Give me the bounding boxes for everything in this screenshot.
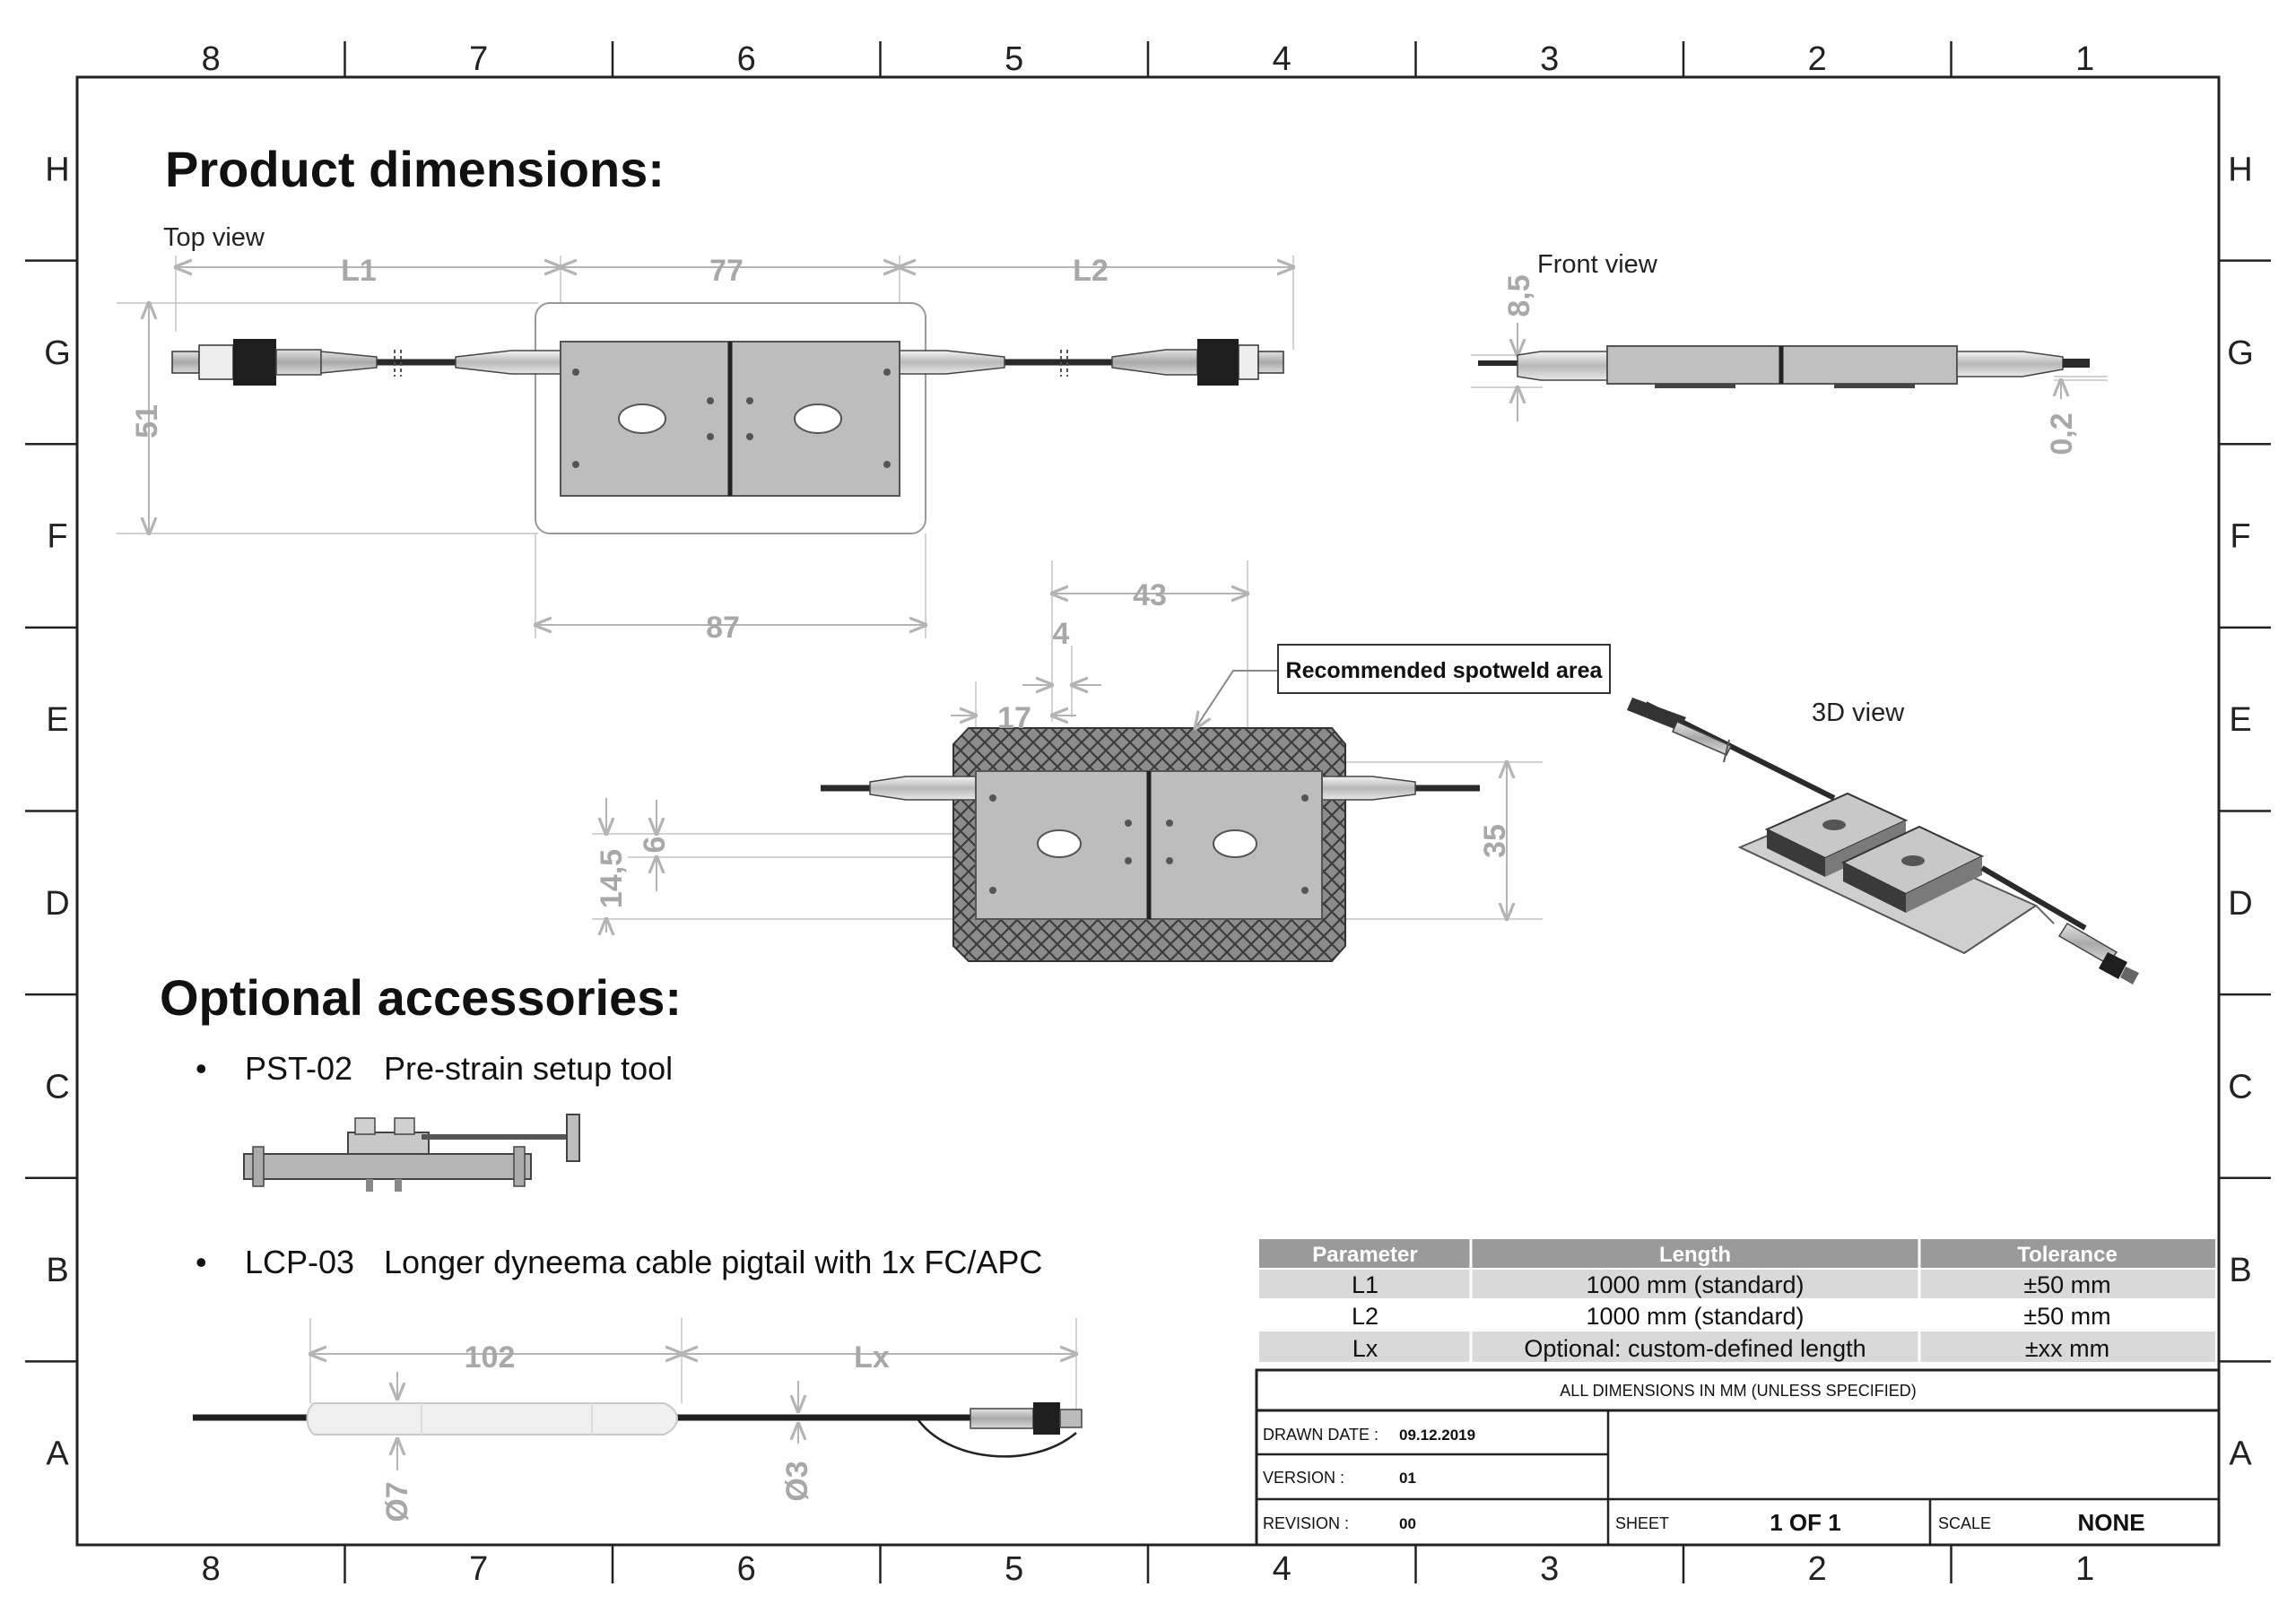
grid-row-label-right: D: [2228, 885, 2252, 923]
grid-row-label-left: E: [46, 701, 68, 739]
table-cell-l2-parameter: L2: [1352, 1303, 1378, 1330]
table-cell-lx-tolerance: ±xx mm: [2025, 1335, 2109, 1362]
optional-accessories-heading: Optional accessories:: [160, 969, 682, 1026]
dimension-8-5: 8,5: [1502, 274, 1536, 317]
grid-column-label-bottom: 1: [2075, 1550, 2094, 1588]
grid-row-label-left: B: [46, 1252, 68, 1289]
drawn-date-label: DRAWN DATE :: [1263, 1426, 1378, 1444]
grid-row-label-right: H: [2228, 151, 2252, 188]
accessory-1-bullet: •: [196, 1050, 207, 1087]
grid-row-label-left: A: [46, 1436, 69, 1473]
grid-column-label-bottom: 4: [1273, 1550, 1292, 1588]
grid-row-label-left: G: [44, 334, 71, 372]
dimension-0-2: 0,2: [2045, 412, 2079, 455]
dimension-6: 6: [638, 837, 672, 854]
grid-column-label-top: 7: [469, 40, 488, 78]
dimension-17: 17: [997, 701, 1031, 735]
product-dimensions-heading: Product dimensions:: [165, 141, 665, 197]
scale-label: SCALE: [1938, 1514, 1991, 1532]
grid-row-label-right: C: [2228, 1068, 2252, 1106]
table-cell-l1-tolerance: ±50 mm: [2023, 1271, 2110, 1298]
grid-ticks: [25, 41, 2271, 1583]
accessory-1-desc: Pre-strain setup tool: [384, 1050, 673, 1087]
grid-column-label-top: 4: [1273, 40, 1292, 78]
table-cell-lx-parameter: Lx: [1352, 1335, 1378, 1362]
grid-column-label-top: 1: [2075, 40, 2094, 78]
dimension-4: 4: [1053, 617, 1070, 651]
title-block: [1255, 1368, 2221, 1547]
grid-row-label-left: C: [45, 1068, 69, 1106]
spec-table: [1259, 1239, 2215, 1362]
dimension-lx: Lx: [854, 1340, 890, 1375]
grid-column-label-top: 2: [1808, 40, 1827, 78]
grid-row-label-right: A: [2229, 1436, 2252, 1473]
scale-value: NONE: [2077, 1509, 2144, 1536]
grid-column-label-bottom: 6: [737, 1550, 756, 1588]
top-view-drawing: [117, 256, 1293, 638]
grid-column-label-bottom: 3: [1540, 1550, 1559, 1588]
accessory-1-code: PST-02: [245, 1050, 352, 1087]
grid-row-label-right: B: [2229, 1252, 2251, 1289]
top-view-label: Top view: [163, 223, 265, 252]
pre-strain-tool-drawing: [243, 1114, 580, 1192]
grid-row-label-right: E: [2229, 701, 2251, 739]
grid-row-label-left: H: [45, 151, 69, 188]
grid-column-label-top: 6: [737, 40, 756, 78]
table-header-tolerance: Tolerance: [2017, 1243, 2118, 1267]
grid-column-label-top: 3: [1540, 40, 1559, 78]
version-label: VERSION :: [1263, 1469, 1344, 1487]
grid-row-label-left: D: [45, 885, 69, 923]
sheet-value: 1 OF 1: [1770, 1509, 1840, 1536]
3d-view-label: 3D view: [1812, 698, 1905, 727]
table-cell-l1-length: 1000 mm (standard): [1586, 1271, 1804, 1298]
drawn-date-value: 09.12.2019: [1399, 1427, 1475, 1444]
dimension-77: 77: [709, 254, 744, 288]
dimension-87: 87: [706, 611, 740, 645]
revision-value: 00: [1399, 1515, 1416, 1532]
grid-row-label-right: G: [2227, 334, 2254, 372]
title-block-note: ALL DIMENSIONS IN MM (UNLESS SPECIFIED): [1560, 1382, 1916, 1400]
dimension-diameter-3: Ø3: [780, 1461, 814, 1501]
sheet-label: SHEET: [1615, 1514, 1669, 1532]
grid-row-label-left: F: [47, 518, 67, 556]
revision-label: REVISION :: [1263, 1514, 1349, 1532]
spotweld-callout: Recommended spotweld area: [1286, 658, 1604, 683]
grid-column-label-bottom: 7: [469, 1550, 488, 1588]
accessory-2-bullet: •: [196, 1244, 207, 1280]
dimension-l2: L2: [1073, 254, 1109, 288]
dimension-l1: L1: [341, 254, 377, 288]
table-cell-lx-length: Optional: custom-defined length: [1524, 1335, 1866, 1362]
grid-column-label-bottom: 2: [1808, 1550, 1827, 1588]
grid-column-label-top: 5: [1004, 40, 1023, 78]
dimension-51: 51: [130, 404, 164, 438]
spotweld-view-drawing: [592, 560, 1611, 962]
dimension-diameter-7: Ø7: [380, 1481, 414, 1522]
front-view-drawing: [1471, 323, 2108, 421]
grid-column-label-bottom: 5: [1004, 1550, 1023, 1588]
grid-row-label-right: F: [2230, 518, 2250, 556]
dyneema-pigtail-drawing: [193, 1318, 1083, 1470]
table-cell-l1-parameter: L1: [1352, 1271, 1378, 1298]
table-cell-l2-length: 1000 mm (standard): [1586, 1303, 1804, 1330]
dimension-14-5: 14,5: [595, 849, 629, 908]
3d-view-drawing: [1627, 698, 2139, 984]
accessory-2-code: LCP-03: [245, 1244, 354, 1280]
table-header-length: Length: [1659, 1243, 1731, 1267]
version-value: 01: [1399, 1470, 1416, 1487]
accessory-2-desc: Longer dyneema cable pigtail with 1x FC/…: [384, 1244, 1042, 1280]
grid-column-label-bottom: 8: [202, 1550, 221, 1588]
grid-column-label-top: 8: [202, 40, 221, 78]
dimension-43: 43: [1133, 578, 1167, 612]
front-view-label: Front view: [1537, 250, 1658, 279]
dimension-35: 35: [1478, 824, 1512, 858]
table-header-parameter: Parameter: [1312, 1243, 1417, 1267]
dimension-102: 102: [465, 1340, 516, 1375]
table-cell-l2-tolerance: ±50 mm: [2023, 1303, 2110, 1330]
